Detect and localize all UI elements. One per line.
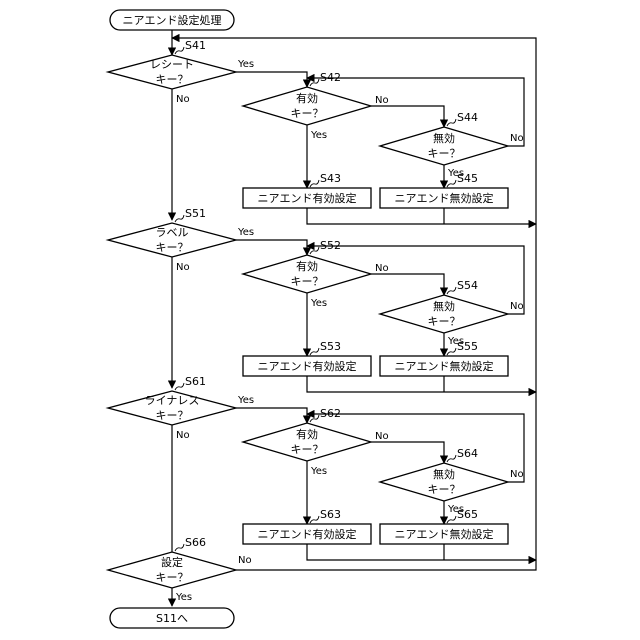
invalid-set-box-1-step-label: S45 bbox=[457, 172, 478, 185]
valid-set-merge-3 bbox=[307, 544, 536, 560]
key-yes-line-3 bbox=[236, 408, 307, 423]
valid-check-1-text-line1: 有効 bbox=[296, 91, 318, 105]
final-check-step-label-leader bbox=[175, 544, 184, 551]
valid-check-2-text-line1: 有効 bbox=[296, 259, 318, 273]
final-check-step-label: S66 bbox=[185, 536, 206, 549]
key-no-label-2: No bbox=[176, 262, 190, 273]
valid-yes-label-2: Yes bbox=[310, 298, 327, 309]
valid-check-1-step-label: S42 bbox=[320, 71, 341, 84]
key-yes-label-1: Yes bbox=[237, 59, 254, 70]
valid-no-line-3 bbox=[371, 442, 444, 463]
valid-check-2-step-label: S52 bbox=[320, 239, 341, 252]
invalid-check-3-step-label: S64 bbox=[457, 447, 478, 460]
key-check-2-step-label-leader bbox=[175, 215, 184, 222]
valid-set-box-2-step-label-leader bbox=[310, 348, 319, 355]
invalid-set-box-1-text: ニアエンド無効設定 bbox=[395, 191, 494, 205]
final-no-line bbox=[236, 565, 536, 570]
invalid-check-1-text-line1: 無効 bbox=[433, 131, 455, 145]
invalid-set-box-2-step-label-leader bbox=[447, 348, 456, 355]
valid-check-2-step-label-leader bbox=[310, 247, 319, 254]
start-terminal-text: ニアエンド設定処理 bbox=[123, 13, 222, 27]
invalid-check-2-step-label: S54 bbox=[457, 279, 478, 292]
final-no-label: No bbox=[238, 555, 252, 566]
valid-set-box-3-text: ニアエンド有効設定 bbox=[258, 527, 357, 541]
valid-set-box-2-text: ニアエンド有効設定 bbox=[258, 359, 357, 373]
invalid-check-3-step-label-leader bbox=[447, 455, 456, 462]
key-check-3-step-label-leader bbox=[175, 383, 184, 390]
invalid-set-box-1-step-label-leader bbox=[447, 180, 456, 187]
key-check-3-text-line2: キー？ bbox=[156, 409, 189, 422]
invalid-check-1-step-label-leader bbox=[447, 119, 456, 126]
invalid-check-1-text-line2: キー？ bbox=[428, 147, 461, 160]
key-yes-label-2: Yes bbox=[237, 227, 254, 238]
key-check-1-step-label: S41 bbox=[185, 39, 206, 52]
valid-set-box-1-step-label-leader bbox=[310, 180, 319, 187]
valid-set-merge-2 bbox=[307, 376, 536, 392]
valid-set-box-1-text: ニアエンド有効設定 bbox=[258, 191, 357, 205]
valid-set-box-1-step-label: S43 bbox=[320, 172, 341, 185]
key-no-label-1: No bbox=[176, 94, 190, 105]
flowchart-nodes: ニアエンド設定処理レシートキー？S41YesNo有効キー？S42NoYes無効キ… bbox=[108, 10, 524, 628]
invalid-check-2-step-label-leader bbox=[447, 287, 456, 294]
invalid-check-3-text-line1: 無効 bbox=[433, 467, 455, 481]
end-terminal-text: S11へ bbox=[156, 612, 188, 625]
invalid-set-box-3-text: ニアエンド無効設定 bbox=[395, 527, 494, 541]
key-check-2-text-line2: キー？ bbox=[156, 241, 189, 254]
key-check-1-text-line2: キー？ bbox=[156, 73, 189, 86]
valid-no-line-2 bbox=[371, 274, 444, 295]
invalid-no-label-2: No bbox=[510, 301, 524, 312]
valid-set-box-3-step-label: S63 bbox=[320, 508, 341, 521]
valid-check-1-step-label-leader bbox=[310, 79, 319, 86]
valid-yes-label-3: Yes bbox=[310, 466, 327, 477]
invalid-set-box-2-step-label: S55 bbox=[457, 340, 478, 353]
valid-set-box-3-step-label-leader bbox=[310, 516, 319, 523]
invalid-check-1-step-label: S44 bbox=[457, 111, 478, 124]
key-check-3-step-label: S61 bbox=[185, 375, 206, 388]
valid-check-1-text-line2: キー？ bbox=[291, 107, 324, 120]
invalid-set-box-3-step-label: S65 bbox=[457, 508, 478, 521]
key-yes-line-2 bbox=[236, 240, 307, 255]
valid-check-3-text-line2: キー？ bbox=[291, 443, 324, 456]
invalid-set-box-3-step-label-leader bbox=[447, 516, 456, 523]
key-no-label-3: No bbox=[176, 430, 190, 441]
invalid-no-label-1: No bbox=[510, 133, 524, 144]
valid-no-label-2: No bbox=[375, 263, 389, 274]
final-check-text-line1: 設定 bbox=[161, 555, 183, 569]
final-yes-label: Yes bbox=[175, 592, 192, 603]
valid-no-line-1 bbox=[371, 106, 444, 127]
valid-check-3-step-label: S62 bbox=[320, 407, 341, 420]
key-yes-label-3: Yes bbox=[237, 395, 254, 406]
key-yes-line-1 bbox=[236, 72, 307, 87]
valid-yes-label-1: Yes bbox=[310, 130, 327, 141]
valid-check-3-step-label-leader bbox=[310, 415, 319, 422]
key-check-3-text-line1: ライナレス bbox=[145, 394, 200, 407]
valid-check-2-text-line2: キー？ bbox=[291, 275, 324, 288]
key-check-1-text-line1: レシート bbox=[150, 58, 194, 71]
valid-set-box-2-step-label: S53 bbox=[320, 340, 341, 353]
invalid-no-label-3: No bbox=[510, 469, 524, 480]
valid-no-label-1: No bbox=[375, 95, 389, 106]
invalid-set-box-2-text: ニアエンド無効設定 bbox=[395, 359, 494, 373]
key-check-2-step-label: S51 bbox=[185, 207, 206, 220]
invalid-check-2-text-line1: 無効 bbox=[433, 299, 455, 313]
invalid-check-2-text-line2: キー？ bbox=[428, 315, 461, 328]
valid-no-label-3: No bbox=[375, 431, 389, 442]
key-check-2-text-line1: ラベル bbox=[156, 226, 189, 239]
final-check-text-line2: キー？ bbox=[156, 571, 189, 584]
invalid-check-3-text-line2: キー？ bbox=[428, 483, 461, 496]
key-check-1-step-label-leader bbox=[175, 47, 184, 54]
valid-check-3-text-line1: 有効 bbox=[296, 427, 318, 441]
valid-set-merge-1 bbox=[307, 208, 536, 224]
